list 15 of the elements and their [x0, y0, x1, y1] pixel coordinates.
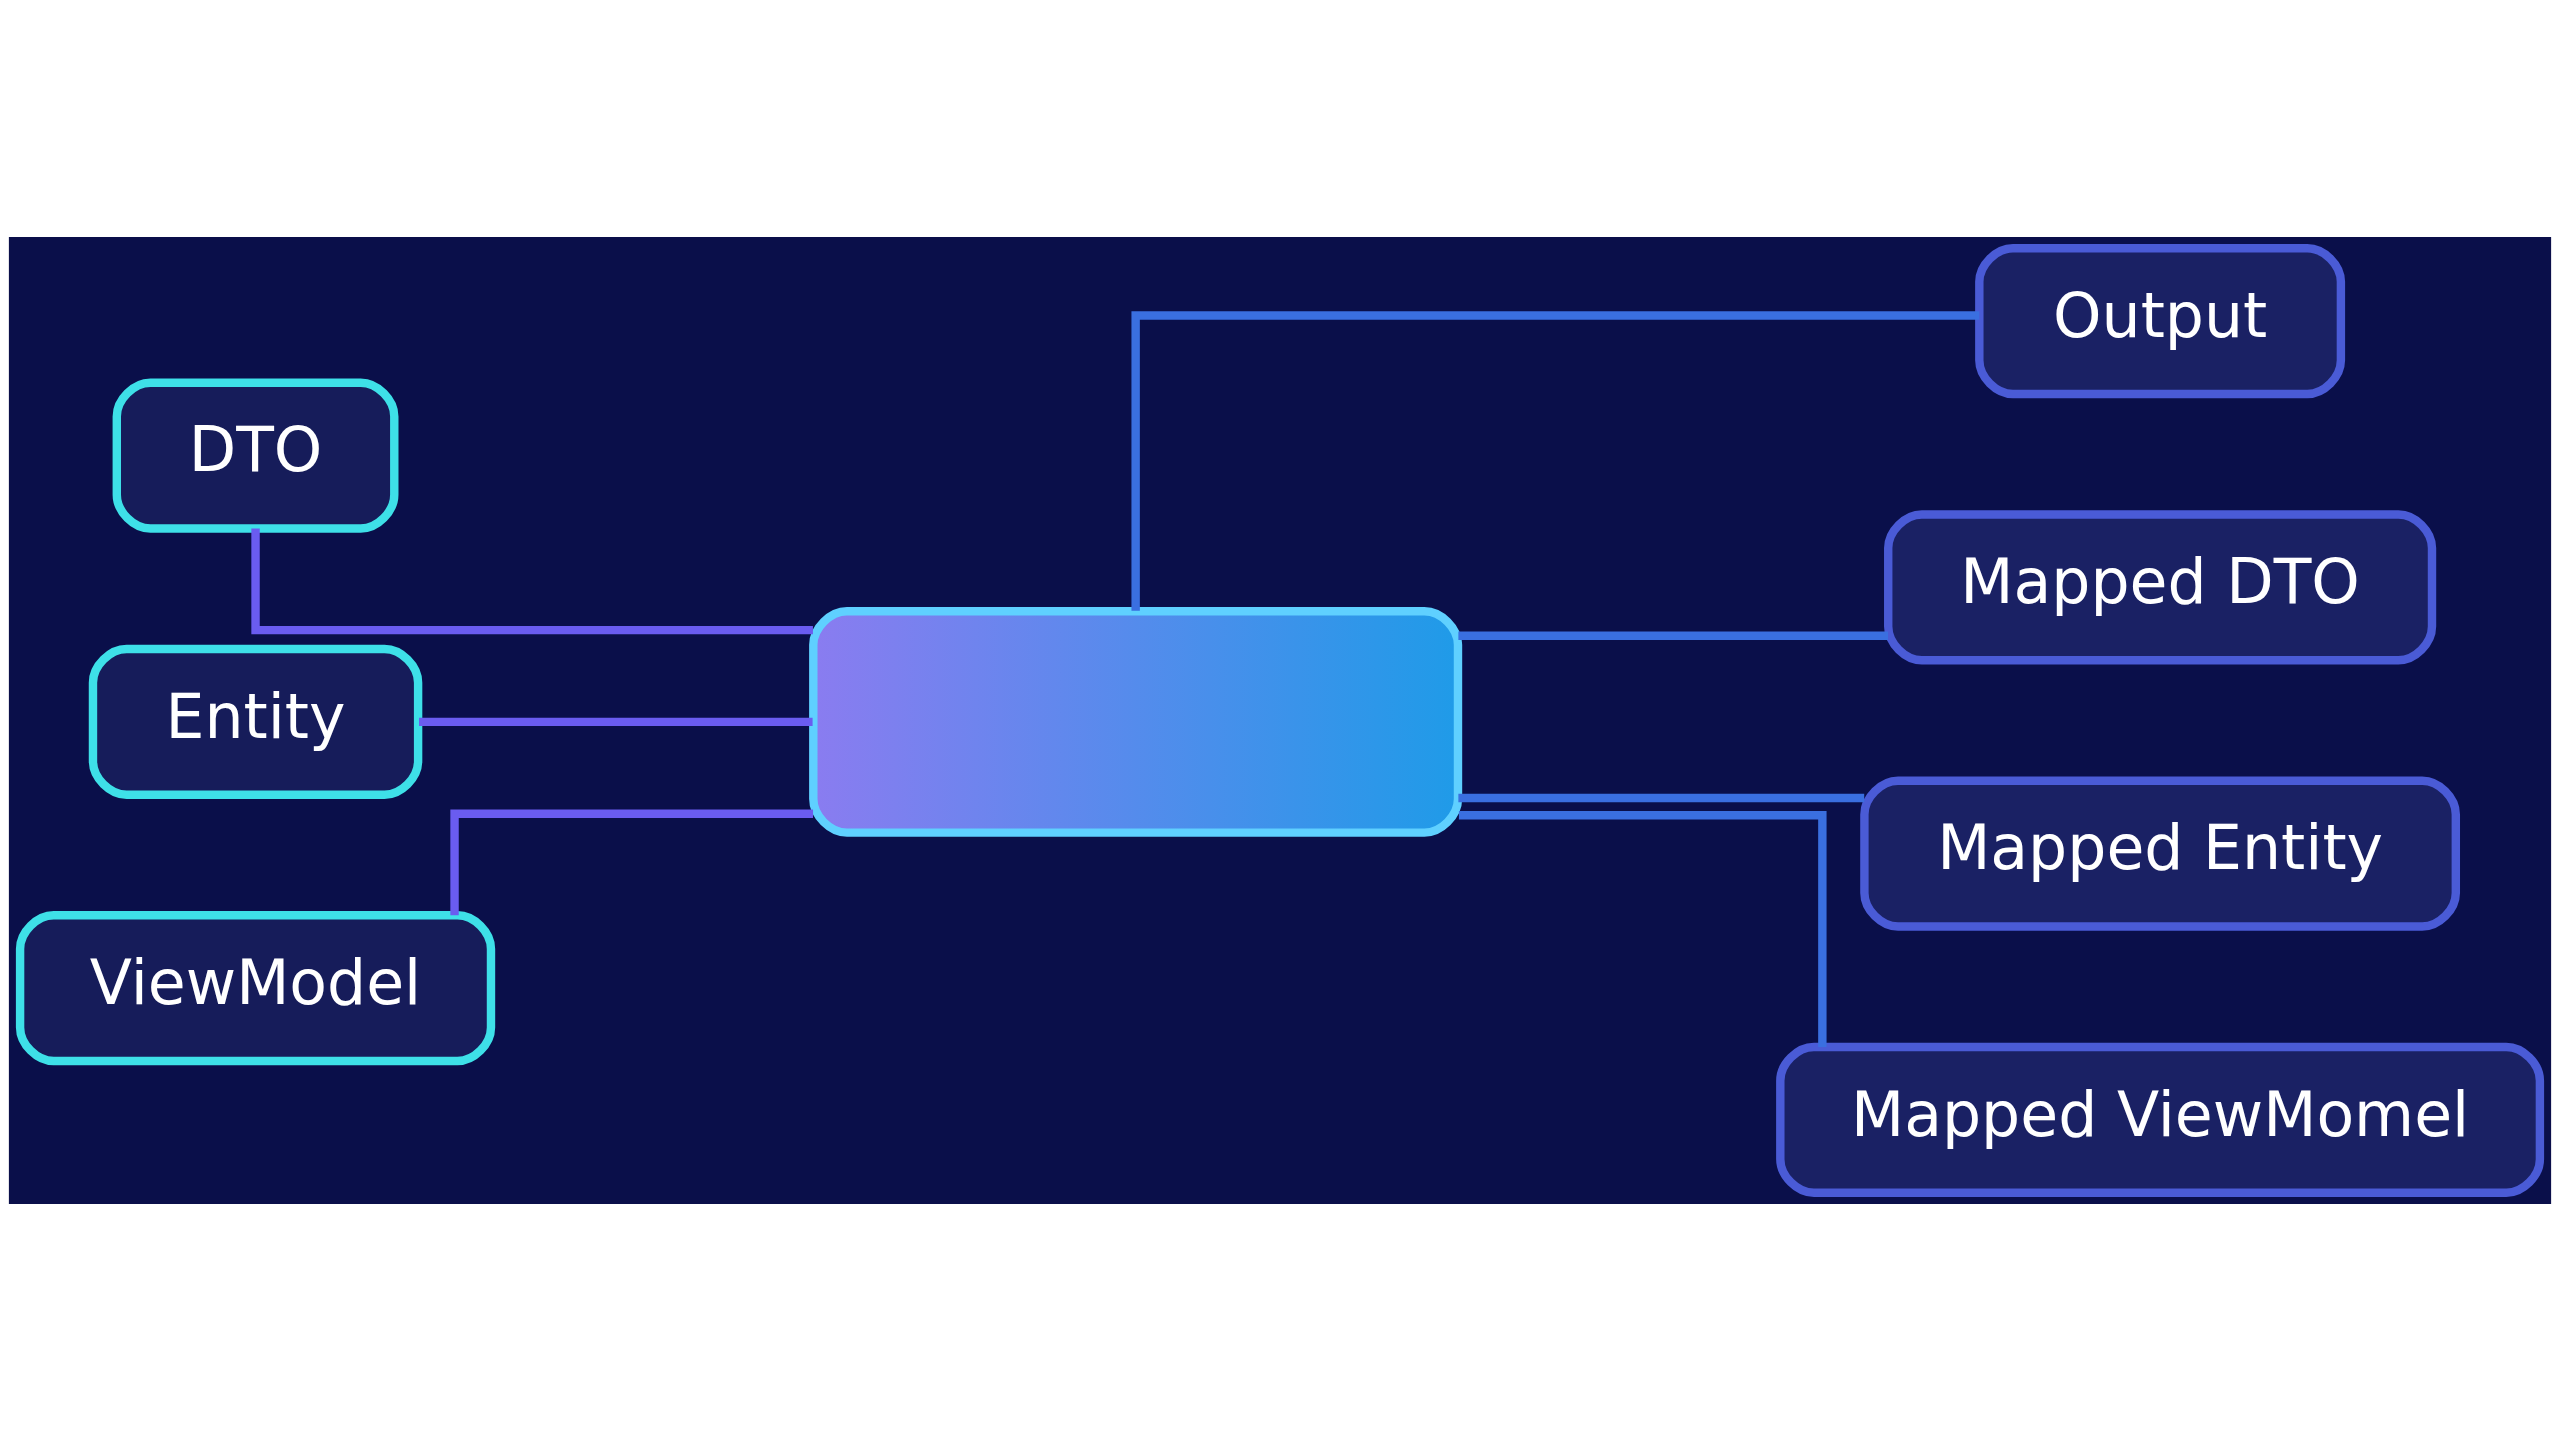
node-box: Mapped DTO: [1884, 509, 2437, 664]
node-box: Entity: [88, 644, 423, 799]
node-box: [809, 606, 1463, 837]
connector: [1458, 631, 1889, 640]
node-box: DTO: [112, 378, 399, 533]
connector: [1458, 810, 1827, 1047]
connector: [419, 717, 813, 726]
node-box: Mapped Entity: [1860, 776, 2461, 931]
connector: [450, 809, 814, 915]
node-box: ViewModel: [15, 910, 496, 1065]
connector: [1458, 793, 1865, 802]
connector: [1131, 310, 1980, 611]
node-box: Mapped ViewMomel: [1776, 1042, 2545, 1197]
connector: [251, 528, 813, 634]
node-box: Output: [1975, 243, 2346, 398]
